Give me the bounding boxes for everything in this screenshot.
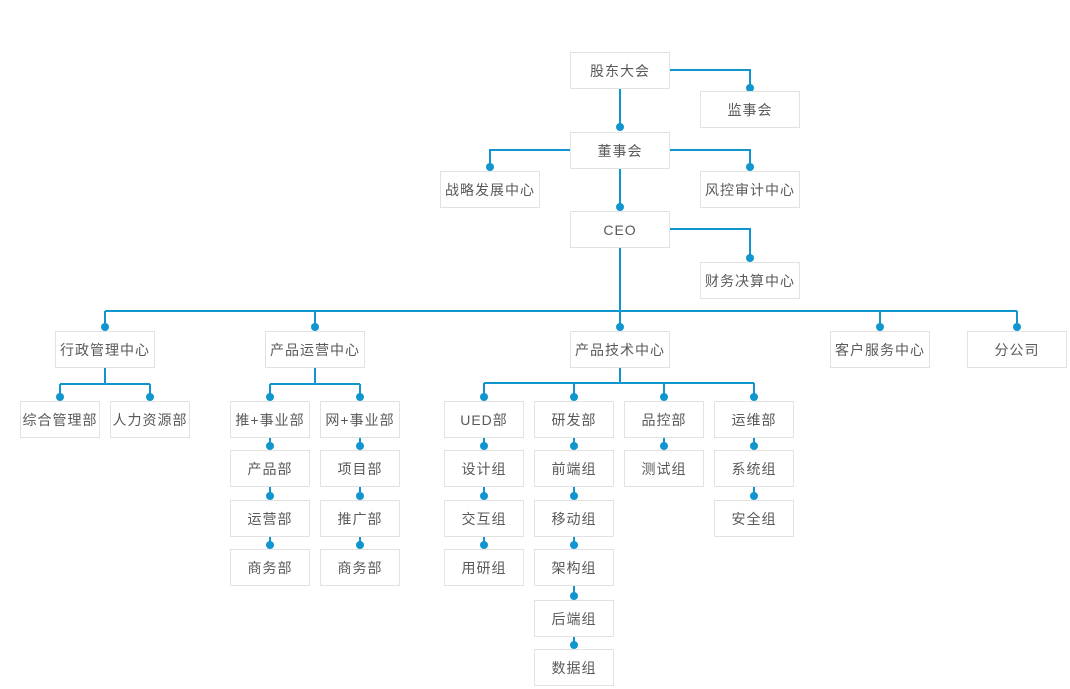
node-tui-division[interactable]: 推+事业部 <box>230 401 310 438</box>
node-ued-dept[interactable]: UED部 <box>444 401 524 438</box>
node-user-research-team[interactable]: 用研组 <box>444 549 524 586</box>
node-strategy-center[interactable]: 战略发展中心 <box>440 171 540 208</box>
node-branch-company[interactable]: 分公司 <box>967 331 1067 368</box>
node-backend-team[interactable]: 后端组 <box>534 600 614 637</box>
node-wang-division[interactable]: 网+事业部 <box>320 401 400 438</box>
node-product-tech-center[interactable]: 产品技术中心 <box>570 331 670 368</box>
connector-tech-children <box>483 368 755 397</box>
node-interaction-team[interactable]: 交互组 <box>444 500 524 537</box>
node-product-ops-center[interactable]: 产品运营中心 <box>265 331 365 368</box>
node-rd-dept[interactable]: 研发部 <box>534 401 614 438</box>
node-business-dept-1[interactable]: 商务部 <box>230 549 310 586</box>
node-shareholders-meeting[interactable]: 股东大会 <box>570 52 670 89</box>
node-risk-audit-center[interactable]: 风控审计中心 <box>700 171 800 208</box>
node-qc-dept[interactable]: 品控部 <box>624 401 704 438</box>
node-frontend-team[interactable]: 前端组 <box>534 450 614 487</box>
node-design-team[interactable]: 设计组 <box>444 450 524 487</box>
connector-ceo-children <box>104 248 1018 327</box>
node-general-admin-dept[interactable]: 综合管理部 <box>20 401 100 438</box>
node-om-dept[interactable]: 运维部 <box>714 401 794 438</box>
node-operations-dept[interactable]: 运营部 <box>230 500 310 537</box>
node-security-team[interactable]: 安全组 <box>714 500 794 537</box>
node-ceo[interactable]: CEO <box>570 211 670 248</box>
connector-ops-children <box>269 368 361 397</box>
node-hr-dept[interactable]: 人力资源部 <box>110 401 190 438</box>
node-supervisory-board[interactable]: 监事会 <box>700 91 800 128</box>
node-board-of-directors[interactable]: 董事会 <box>570 132 670 169</box>
node-finance-center[interactable]: 财务决算中心 <box>700 262 800 299</box>
node-promotion-dept[interactable]: 推广部 <box>320 500 400 537</box>
node-project-dept[interactable]: 项目部 <box>320 450 400 487</box>
node-data-team[interactable]: 数据组 <box>534 649 614 686</box>
node-architecture-team[interactable]: 架构组 <box>534 549 614 586</box>
node-product-dept[interactable]: 产品部 <box>230 450 310 487</box>
connector-top-chain <box>489 69 751 258</box>
junction-dots <box>56 84 1021 649</box>
node-system-team[interactable]: 系统组 <box>714 450 794 487</box>
node-business-dept-2[interactable]: 商务部 <box>320 549 400 586</box>
node-testing-team[interactable]: 测试组 <box>624 450 704 487</box>
node-mobile-team[interactable]: 移动组 <box>534 500 614 537</box>
node-customer-service-center[interactable]: 客户服务中心 <box>830 331 930 368</box>
connector-admin-children <box>59 368 151 397</box>
node-admin-center[interactable]: 行政管理中心 <box>55 331 155 368</box>
